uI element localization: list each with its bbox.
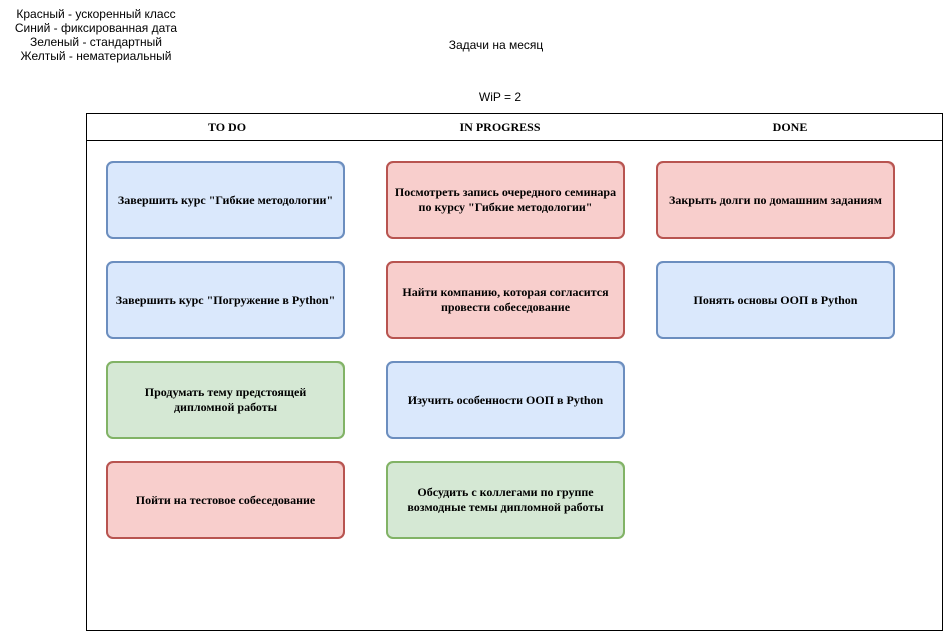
wip-limit: WiP = 2 <box>478 90 522 104</box>
task-card[interactable]: Изучить особенности ООП в Python <box>386 361 625 439</box>
column-title-in-progress: IN PROGRESS <box>459 120 541 134</box>
task-card[interactable]: Найти компанию, которая согласится прове… <box>386 261 625 339</box>
color-legend: Красный - ускоренный класс Синий - фикси… <box>2 7 190 63</box>
column-title-todo: TO DO <box>207 120 247 134</box>
task-card[interactable]: Продумать тему предстоящей дипломной раб… <box>106 361 345 439</box>
task-card[interactable]: Посмотреть запись очередного семинара по… <box>386 161 625 239</box>
legend-yellow: Желтый - нематериальный <box>20 49 172 63</box>
task-card[interactable]: Завершить курс "Погружение в Python" <box>106 261 345 339</box>
board-header: TO DO IN PROGRESS DONE <box>87 114 942 141</box>
legend-blue: Синий - фиксированная дата <box>14 21 178 35</box>
task-card[interactable]: Закрыть долги по домашним заданиям <box>656 161 895 239</box>
task-card[interactable]: Завершить курс "Гибкие методологии" <box>106 161 345 239</box>
task-card[interactable]: Обсудить с коллегами по группе возмодные… <box>386 461 625 539</box>
column-title-done: DONE <box>772 120 808 134</box>
legend-red: Красный - ускоренный класс <box>16 7 176 21</box>
task-card[interactable]: Понять основы ООП в Python <box>656 261 895 339</box>
legend-green: Зеленый - стандартный <box>29 35 163 49</box>
task-card[interactable]: Пойти на тестовое собеседование <box>106 461 345 539</box>
board-title: Задачи на месяц <box>448 38 544 52</box>
kanban-board: TO DO IN PROGRESS DONE Завершить курс "Г… <box>86 113 943 631</box>
